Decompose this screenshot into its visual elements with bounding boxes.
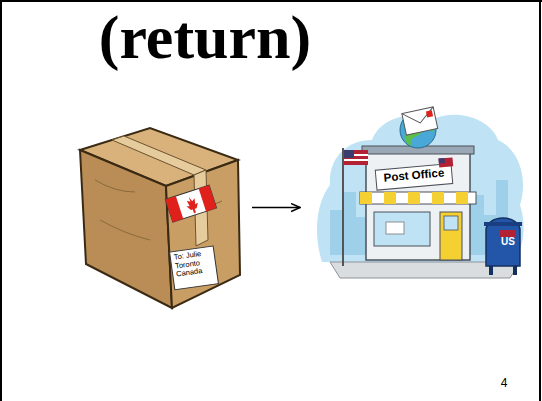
flag-band (165, 196, 183, 222)
sign-board (375, 157, 455, 190)
shop-window (374, 212, 430, 246)
sign-flag (438, 157, 453, 167)
mailbox-badge (500, 230, 516, 237)
frame-line (539, 0, 541, 401)
awning-stripe (432, 192, 444, 204)
awning-base (360, 192, 476, 204)
stamp (426, 110, 433, 117)
tape-strip (112, 136, 206, 175)
frame-line (0, 0, 542, 2)
mailbox-slot (484, 222, 522, 226)
box-right-face (166, 160, 240, 308)
mailbox-leg (513, 266, 517, 275)
mailbox-text: US (493, 236, 523, 248)
canada-flag-sticker (165, 185, 216, 222)
building (366, 152, 470, 260)
sign-text: Post Office (379, 166, 450, 185)
us-flag-canton (344, 150, 354, 158)
us-flag (344, 150, 368, 165)
post-office-node: Post OfficeUS (304, 108, 526, 280)
post-office-drawing (317, 107, 524, 278)
sign-panel (375, 164, 452, 191)
door (440, 212, 462, 260)
envelope-flap (402, 107, 436, 126)
box-left-face (80, 150, 172, 308)
envelope-body (402, 107, 438, 135)
awning-stripe (408, 192, 420, 204)
flag-band (199, 185, 217, 211)
door-window (444, 216, 458, 230)
page-number: 4 (494, 376, 514, 390)
envelope (402, 107, 438, 135)
awning-stripe (456, 192, 468, 204)
arrow-connector (252, 207, 300, 209)
mailbox-leg (489, 266, 493, 275)
sign-flag-canton (438, 158, 444, 164)
frame-line (0, 0, 2, 401)
maple-leaf (184, 195, 201, 215)
package-node: To: Julie Toronto Canada (72, 122, 248, 312)
awning (360, 192, 476, 204)
flag-pole (342, 148, 344, 266)
label-paper (170, 246, 219, 290)
window-letter (386, 222, 404, 234)
box-crease (95, 180, 222, 240)
package-drawing (80, 128, 240, 308)
slide-title: (return) (40, 2, 370, 73)
awning-stripe (384, 192, 396, 204)
address-text: To: Julie Toronto Canada (173, 248, 214, 279)
address-label (170, 246, 219, 290)
awning-stripe (360, 192, 372, 204)
flag-field (165, 185, 216, 222)
